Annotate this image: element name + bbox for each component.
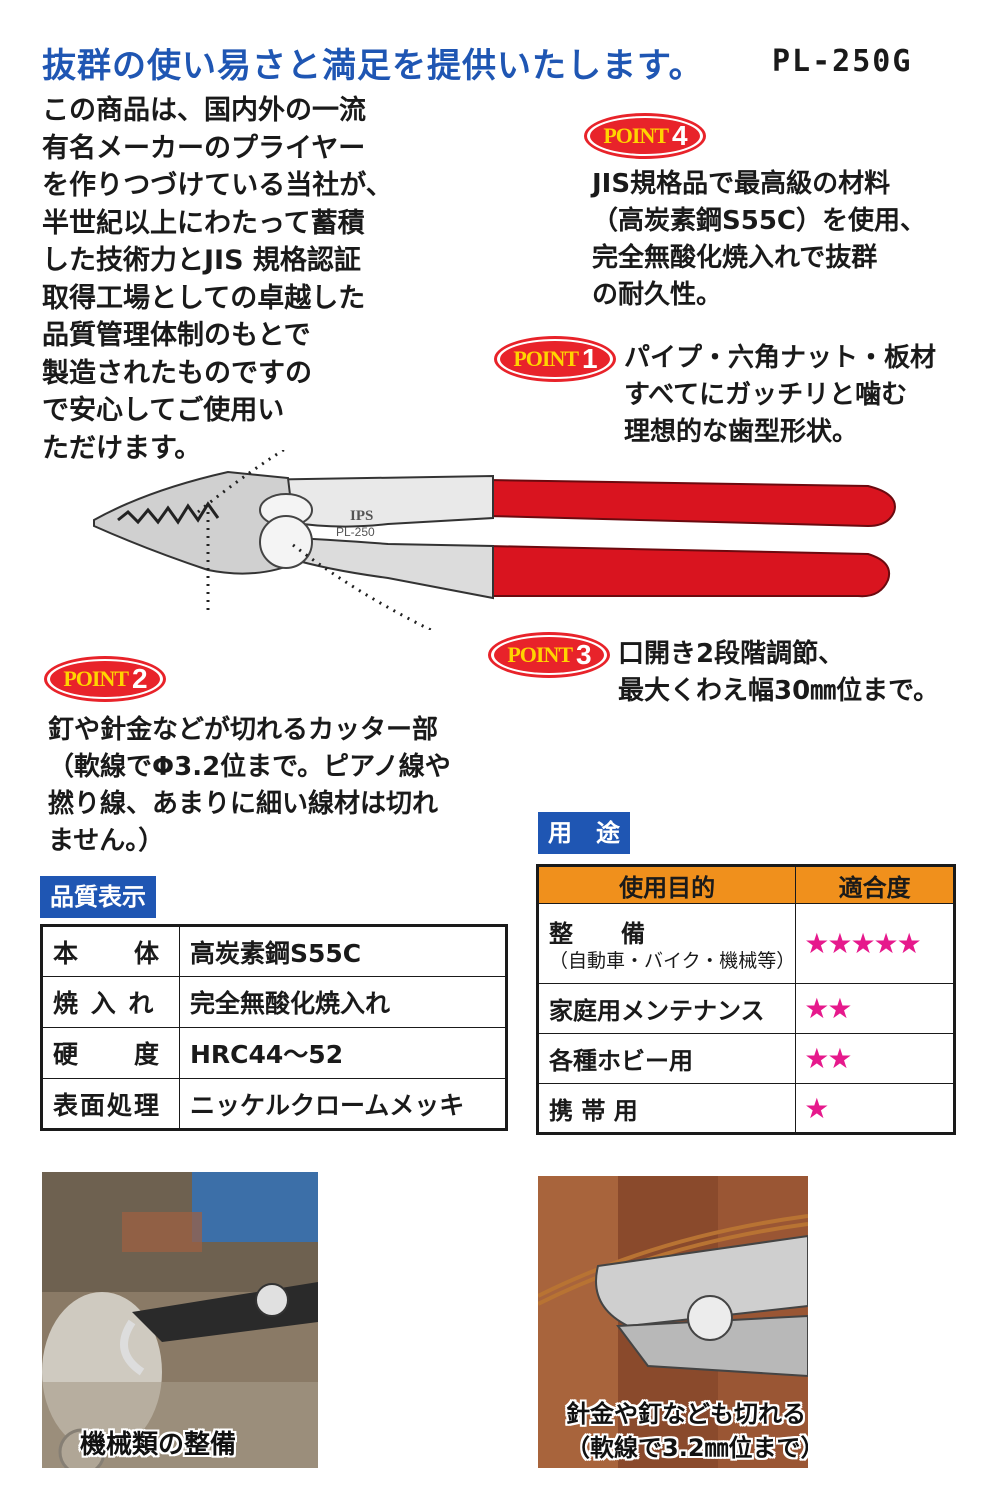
page-headline: 抜群の使い易さと満足を提供いたします。 — [42, 46, 704, 86]
point-1-description: パイプ・六角ナット・板材 すべてにガッチリと噛む 理想的な歯型形状。 — [624, 340, 936, 451]
point-line: すべてにガッチリと噛む — [624, 380, 908, 410]
machinery-photo: 機械類の整備 — [42, 1172, 318, 1468]
quality-table: 本 体 高炭素鋼S55C 焼 入 れ 完全無酸化焼入れ 硬 度 HRC44～52… — [40, 924, 508, 1131]
usage-purpose-label: 整 備 — [549, 920, 645, 948]
intro-paragraph: この商品は、国内外の一流 有名メーカーのプライヤー を作りつづけている当社が、 … — [42, 92, 442, 467]
lower-handle — [487, 544, 890, 598]
intro-line: で安心してご使用い — [42, 395, 285, 426]
intro-line: 取得工場としての卓越した — [42, 282, 366, 314]
point-line: 最大くわえ幅30㎜位まで。 — [618, 676, 940, 706]
usage-purpose: 整 備（自動車・バイク・機械等） — [536, 903, 797, 984]
pivot-rivet — [259, 515, 313, 569]
intro-line: 半世紀以上にわたって蓄積 — [42, 207, 365, 239]
quality-key: 本 体 — [41, 925, 180, 977]
plier-brand: IPS — [350, 508, 373, 524]
plier-model: PL-250 — [336, 525, 375, 539]
table-row: 本 体 高炭素鋼S55C — [41, 925, 507, 977]
point-badge-word: POINT — [507, 642, 573, 667]
usage-stars: ★★ — [795, 983, 955, 1034]
intro-line: した技術力とJIS 規格認証 — [42, 245, 361, 276]
point-badge-word: POINT — [63, 666, 129, 691]
usage-header-suitability: 適合度 — [795, 865, 955, 904]
point-line: パイプ・六角ナット・板材 — [624, 343, 937, 373]
quality-value: ニッケルクロームメッキ — [179, 1078, 507, 1130]
intro-line: 品質管理体制のもとで — [42, 320, 311, 351]
table-row: 表面処理 ニッケルクロームメッキ — [41, 1078, 507, 1130]
point-badge-number: 4 — [672, 120, 688, 151]
point-line: 口開き2段階調節、 — [618, 639, 845, 669]
point-line: 撚り線、あまりに細い線材は切れ — [48, 789, 439, 819]
machinery-photo-caption: 機械類の整備 — [80, 1430, 237, 1460]
point-line: （高炭素鋼S55C）を使用、 — [592, 206, 926, 236]
usage-purpose: 携 帯 用 — [536, 1083, 797, 1134]
intro-line: 有名メーカーのプライヤー — [42, 132, 366, 164]
usage-section-label: 用 途 — [538, 812, 630, 854]
point-line: 理想的な歯型形状。 — [624, 417, 859, 447]
quality-key: 焼 入 れ — [41, 976, 180, 1028]
wire-cutting-photo: 針金や釘なども切れる （軟線で3.2㎜位まで） — [538, 1176, 808, 1468]
quality-section-label: 品質表示 — [40, 876, 156, 918]
table-row: 硬 度 HRC44～52 — [41, 1027, 507, 1079]
quality-key: 硬 度 — [41, 1027, 180, 1079]
plier-jaw — [93, 470, 300, 575]
wire-cutting-photo-art — [538, 1176, 808, 1468]
intro-line: この商品は、国内外の一流 — [42, 95, 366, 126]
quality-key: 表面処理 — [41, 1078, 180, 1130]
jaw-teeth — [117, 501, 220, 525]
point-badge-number: 2 — [132, 663, 148, 694]
point-line: 完全無酸化焼入れで抜群 — [592, 243, 878, 273]
point-line: （軟線でΦ3.2位まで。ピアノ線や — [48, 752, 451, 782]
table-row: 家庭用メンテナンス ★★ — [536, 983, 955, 1034]
wire-photo-caption-1: 針金や釘なども切れる — [566, 1400, 806, 1428]
point-badge-word: POINT — [513, 346, 579, 371]
usage-purpose: 各種ホビー用 — [536, 1033, 797, 1084]
point-line: ません。） — [48, 826, 165, 856]
point-badge-word: POINT — [603, 123, 669, 148]
point-1-leader — [197, 450, 287, 514]
wire-photo-caption-2: （軟線で3.2㎜位まで） — [566, 1434, 808, 1462]
point-4-description: JIS規格品で最高級の材料 （高炭素鋼S55C）を使用、 完全無酸化焼入れで抜群… — [592, 166, 926, 314]
table-row: 携 帯 用 ★ — [536, 1083, 955, 1134]
usage-purpose: 家庭用メンテナンス — [536, 983, 797, 1034]
usage-stars: ★★ — [795, 1033, 955, 1084]
usage-header-purpose: 使用目的 — [536, 865, 797, 904]
usage-purpose-sub: （自動車・バイク・機械等） — [549, 950, 796, 972]
quality-value: 高炭素鋼S55C — [179, 925, 507, 977]
point-line: 釘や針金などが切れるカッター部 — [48, 715, 439, 745]
upper-handle — [487, 478, 896, 528]
intro-line: を作りつづけている当社が、 — [42, 170, 393, 201]
pliers-illustration: IPS PL-250 — [93, 450, 896, 630]
model-number: PL-250G — [772, 44, 913, 79]
point-line: JIS規格品で最高級の材料 — [592, 169, 891, 199]
usage-header-row: 使用目的 適合度 — [536, 865, 955, 904]
usage-table: 使用目的 適合度 整 備（自動車・バイク・機械等） ★★★★★ 家庭用メンテナン… — [536, 864, 956, 1135]
quality-value: HRC44～52 — [179, 1027, 507, 1079]
quality-value: 完全無酸化焼入れ — [179, 976, 507, 1028]
point-3-description: 口開き2段階調節、 最大くわえ幅30㎜位まで。 — [618, 636, 939, 710]
table-row: 各種ホビー用 ★★ — [536, 1033, 955, 1084]
point-badge-number: 3 — [576, 639, 592, 670]
intro-line: 製造されたものですの — [42, 357, 312, 389]
intro-line: ただけます。 — [42, 432, 202, 464]
point-line: の耐久性。 — [592, 280, 723, 310]
table-row: 整 備（自動車・バイク・機械等） ★★★★★ — [536, 903, 955, 984]
usage-stars: ★★★★★ — [795, 903, 955, 984]
point-2-description: 釘や針金などが切れるカッター部 （軟線でΦ3.2位まで。ピアノ線や 撚り線、あま… — [48, 712, 451, 860]
usage-stars: ★ — [795, 1083, 955, 1134]
point-badge-number: 1 — [582, 343, 598, 374]
table-row: 焼 入 れ 完全無酸化焼入れ — [41, 976, 507, 1028]
machinery-photo-art — [42, 1172, 318, 1468]
